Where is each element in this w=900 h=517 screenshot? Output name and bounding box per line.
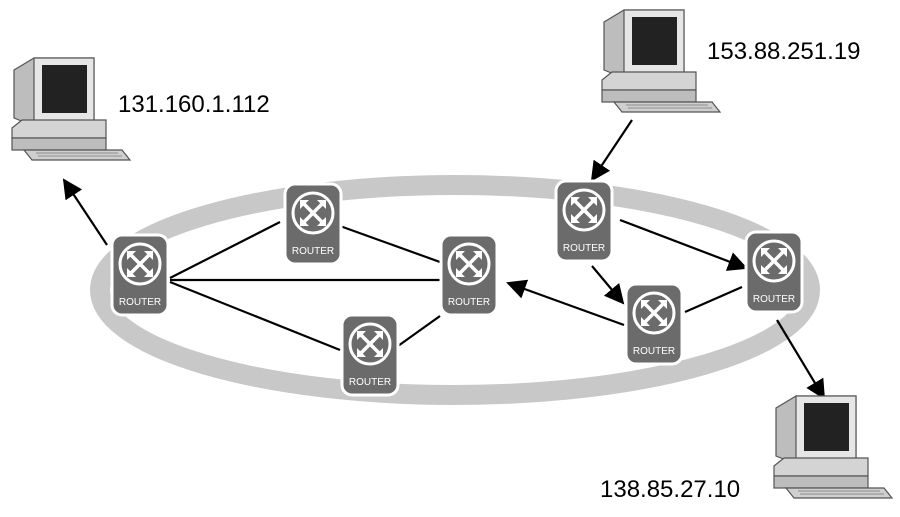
host-computer[interactable] [773,395,893,499]
network-link [339,224,441,264]
router-icon[interactable]: ROUTER [624,282,684,366]
network-cloud-ring [90,175,820,405]
router-icon[interactable]: ROUTER [283,182,343,266]
router-label: ROUTER [292,246,334,257]
router-label: ROUTER [119,297,161,308]
host-computer[interactable] [11,57,131,161]
host-ip-label: 153.88.251.19 [707,38,860,65]
directed-link-arrow [619,218,748,271]
host-ip-label: 138.85.27.10 [600,476,740,503]
directed-link-arrow [776,319,826,400]
directed-link-arrow [62,178,108,246]
directed-link-arrow [506,279,625,327]
link-layer [62,119,826,400]
router-icon[interactable]: ROUTER [340,313,400,397]
router-icon[interactable]: ROUTER [110,233,170,317]
router-label: ROUTER [349,377,391,388]
network-link [169,280,341,352]
router-label: ROUTER [633,346,675,357]
network-link [684,285,743,314]
router-icon[interactable]: ROUTER [439,233,499,317]
directed-link-arrow [590,119,633,182]
router-label: ROUTER [448,297,490,308]
router-label: ROUTER [753,294,795,305]
directed-link-arrow [591,265,625,305]
network-link [169,221,281,279]
network-link [397,315,441,347]
router-icon[interactable]: ROUTER [744,230,804,314]
router-icon[interactable]: ROUTER [554,179,614,263]
router-label: ROUTER [563,243,605,254]
host-ip-label: 131.160.1.112 [118,91,270,118]
host-computer[interactable] [601,9,721,113]
